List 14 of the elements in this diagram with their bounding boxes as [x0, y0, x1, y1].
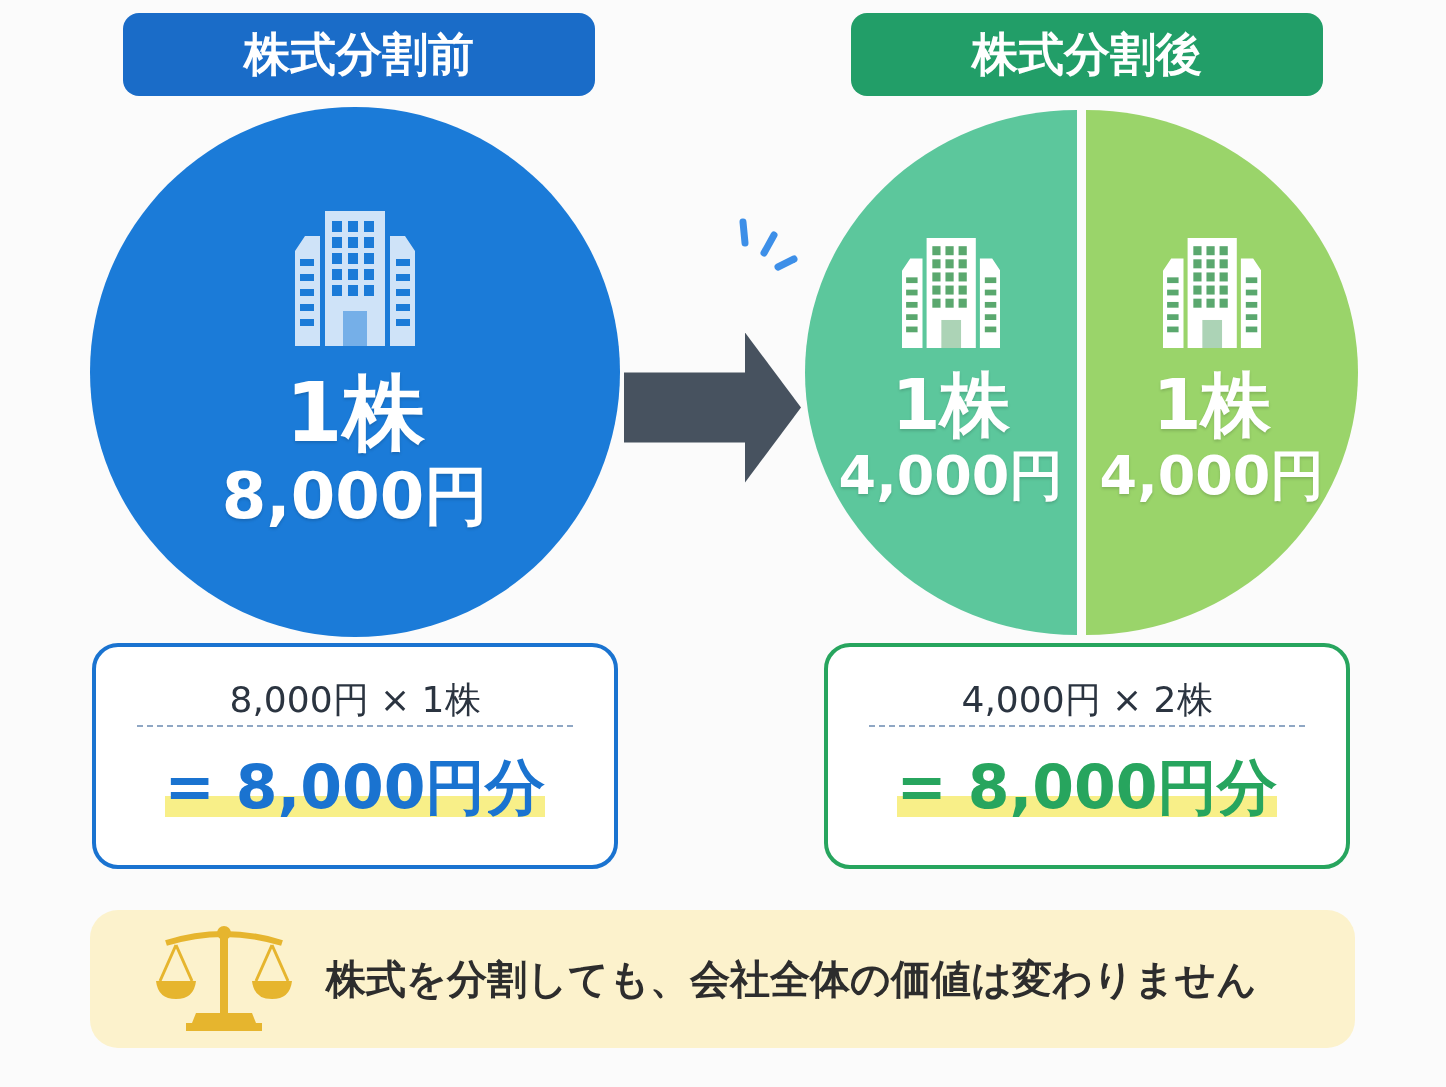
formula-text: 8,000円 × 1株 [229, 678, 481, 722]
share-count: 1株 [1152, 364, 1272, 446]
share-count: 1株 [285, 365, 425, 460]
block-arrow [624, 332, 801, 483]
conclusion-text: 株式を分割しても、会社全体の価値は変わりません [326, 954, 1257, 1004]
section-header: 株式分割後 [851, 13, 1323, 96]
calculation-box [92, 643, 618, 869]
share-count: 1株 [891, 364, 1011, 446]
share-price: 4,000円 [1099, 445, 1325, 508]
share-price: 4,000円 [838, 445, 1064, 508]
section-header: 株式分割前 [123, 13, 595, 96]
formula-text: 4,000円 × 2株 [961, 678, 1213, 722]
share-price: 8,000円 [221, 459, 489, 534]
conclusion-banner [90, 910, 1355, 1048]
